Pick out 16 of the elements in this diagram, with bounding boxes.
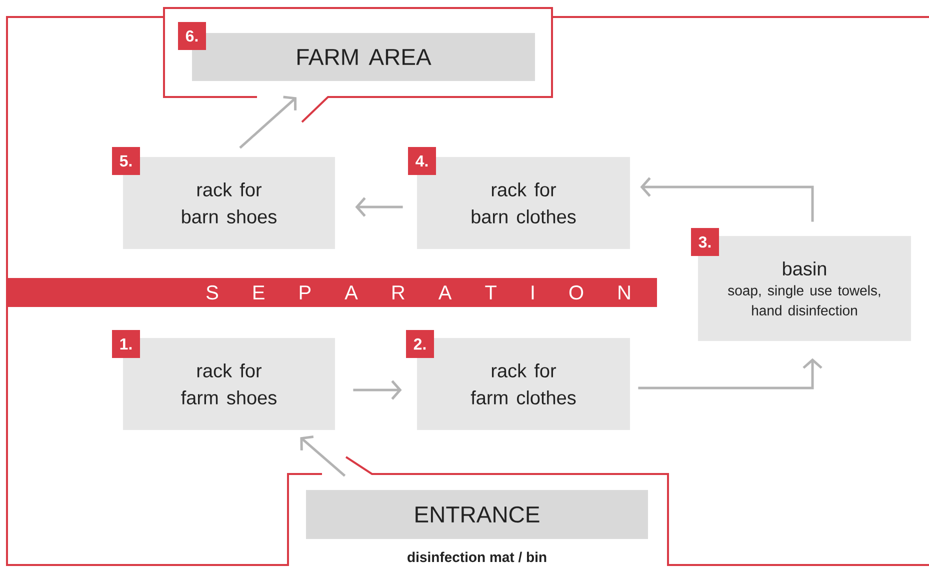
arrow [355, 197, 403, 217]
node-label: S E P A R A T I O N [206, 285, 630, 300]
arrow [239, 96, 297, 149]
number-badge: 5. [112, 147, 140, 175]
number-badge: 6. [178, 22, 206, 50]
arrow [638, 358, 822, 390]
number-badge: 3. [691, 228, 719, 256]
entrance-box: ENTRANCE [306, 490, 648, 539]
number-badge: 4. [408, 147, 436, 175]
number-badge: 1. [112, 330, 140, 358]
arrow [353, 380, 402, 400]
number-badge: 2. [406, 330, 434, 358]
arrow [640, 177, 814, 222]
separation-band: S E P A R A T I O N [6, 278, 657, 307]
note-text: disinfection mat / bin [408, 552, 546, 562]
arrow [300, 436, 346, 477]
